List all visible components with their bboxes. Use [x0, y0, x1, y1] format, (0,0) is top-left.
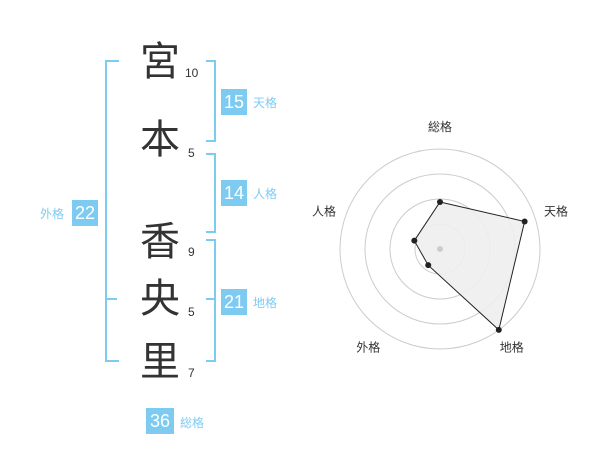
name-char-2: 本 [140, 117, 180, 163]
name-char-3: 香 [140, 219, 180, 265]
radar-point-1 [437, 199, 443, 205]
soukaku-label: 総格 [180, 416, 205, 430]
gaikaku-bracket-divider [105, 298, 117, 300]
radar-axis-label-1: 総格 [428, 119, 452, 134]
tenkaku-label: 天格 [253, 96, 278, 110]
radar-center-dot [437, 246, 443, 252]
stroke-count-1: 10 [185, 66, 199, 80]
chikaku-label: 地格 [253, 296, 278, 310]
radar-points [411, 199, 528, 333]
jinkaku-value-badge: 14 [221, 180, 247, 206]
jinkaku-label: 人格 [253, 187, 278, 201]
radar-axis-label-5: 人格 [312, 203, 336, 218]
radar-point-4 [425, 262, 432, 269]
chikaku-bracket-divider [206, 298, 214, 300]
radar-area [413, 201, 526, 331]
radar-axis-label-2: 天格 [544, 203, 568, 218]
radar-point-5 [411, 237, 418, 244]
stroke-count-5: 7 [188, 366, 195, 380]
name-char-1: 宮 [140, 39, 180, 85]
stroke-count-4: 5 [188, 305, 195, 319]
tenkaku-bracket [206, 60, 216, 142]
radar-axis-label-4: 外格 [356, 340, 380, 355]
chikaku-value-badge: 21 [221, 289, 247, 315]
name-char-5: 里 [140, 339, 180, 385]
name-char-4: 央 [140, 276, 180, 322]
chikaku-bracket [206, 239, 216, 362]
soukaku-value-badge: 36 [146, 408, 174, 434]
radar-point-2 [521, 218, 528, 225]
radar-axis-label-3: 地格 [500, 340, 524, 355]
jinkaku-bracket [206, 153, 216, 233]
radar-ring-4 [339, 148, 541, 350]
gaikaku-label: 外格 [40, 207, 65, 221]
stroke-count-2: 5 [188, 146, 195, 160]
gaikaku-value-badge: 22 [72, 200, 98, 226]
tenkaku-value-badge: 15 [221, 89, 247, 115]
radar-point-3 [495, 326, 502, 333]
stroke-count-3: 9 [188, 245, 195, 259]
gaikaku-bracket [105, 60, 119, 362]
